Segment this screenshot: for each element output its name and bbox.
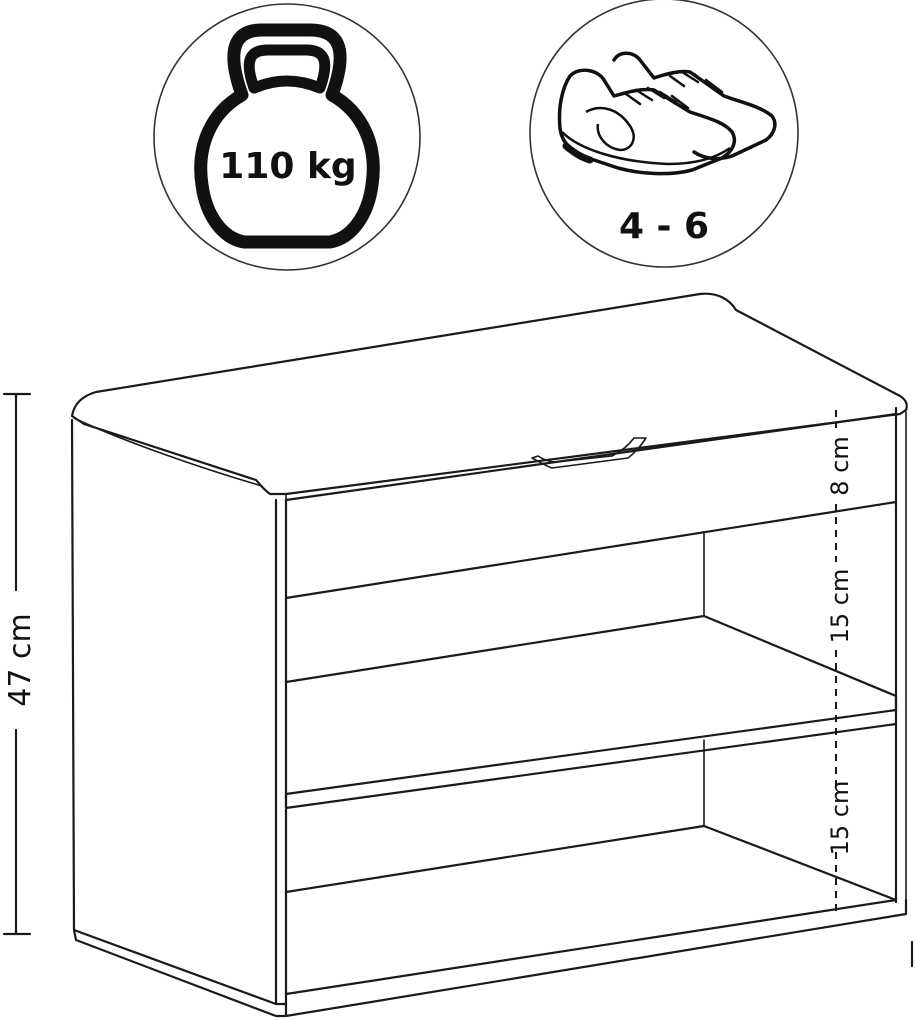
sneakers-icon (557, 51, 777, 176)
total-height-label: 47 cm (3, 613, 38, 706)
weight-capacity-badge: 110 kg (153, 3, 421, 271)
seat-grip (531, 437, 647, 469)
drawer-front (284, 412, 898, 600)
base-plinth (72, 898, 908, 1018)
upper-shelf-height-label: 15 cm (826, 569, 854, 644)
lower-shelf-height-label: 15 cm (826, 781, 854, 856)
seat-cushion (70, 292, 908, 496)
shoe-badge-circle (529, 0, 799, 268)
shoe-capacity-badge: 4 - 6 (529, 0, 799, 268)
weight-badge-circle (153, 3, 421, 271)
left-side-panel (70, 418, 278, 1006)
shoe-capacity-label: 4 - 6 (619, 206, 709, 247)
kettlebell-icon (194, 23, 380, 249)
weight-capacity-label: 110 kg (219, 146, 356, 187)
total-height-dimension: 47 cm (2, 392, 38, 936)
shoe-bench (70, 292, 908, 1018)
upper-shelf (284, 614, 898, 810)
drawer-height-label: 8 cm (826, 436, 854, 495)
bottom-shelf (284, 824, 898, 996)
